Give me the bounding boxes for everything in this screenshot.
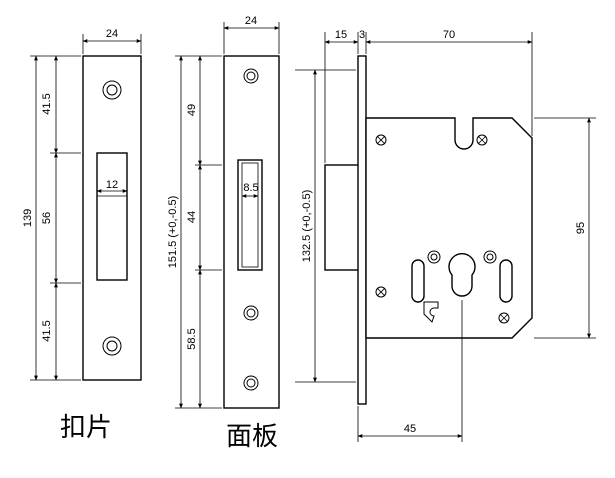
case-screw-top-right [476,134,488,146]
strike-latch-opening [96,152,128,281]
strike-plate-caption: 扣片 [60,413,112,443]
lock-case [365,117,533,339]
spindle-slot-right [499,259,513,303]
faceplate-bottom-label: 58.5 [186,328,198,349]
lock-body-drawing: 15 3 70 132.5 (+0,-0.5) 95 45 [295,29,596,442]
strike-width-label: 24 [106,28,118,40]
lock-front-plate [357,55,367,405]
cylinder-cutout [448,252,476,297]
mount-hole-right [483,250,497,264]
backset-label: 45 [404,423,416,435]
faceplate-screw-hole-bottom [243,375,259,391]
faceplate-screw-hole-middle [243,305,259,321]
strike-opening-width-label: 12 [106,179,118,191]
strike-screw-hole-top [102,80,122,100]
case-screw-bottom-right [498,312,510,324]
spindle-slot-left [411,259,425,303]
faceplate-top-label: 49 [186,104,198,116]
faceplate-drawing: 24 8.5 151.5 (+0,-0.5) 49 44 58.5 面板 [167,15,280,452]
strike-plate-drawing: 24 12 139 41.5 56 41.5 扣片 [22,28,142,443]
body-height-label: 95 [575,222,587,234]
faceplate-width-label: 24 [245,15,257,27]
strike-bottom-label: 41.5 [41,320,53,341]
faceplate-caption: 面板 [226,422,278,452]
strike-middle-label: 56 [41,212,53,224]
plate-thickness-label: 3 [359,29,365,41]
lock-faceplate-height-label: 132.5 (+0,-0.5) [301,190,313,262]
case-screw-bottom-left [375,286,387,298]
lever-notch [423,301,439,323]
front-thickness-label: 15 [335,29,347,41]
faceplate-opening-width-label: 8.5 [243,182,258,194]
faceplate-middle-label: 44 [186,211,198,223]
faceplate-screw-hole-top [243,68,259,84]
strike-top-label: 41.5 [41,93,53,114]
mount-hole-left [427,250,441,264]
depth-label: 70 [443,29,455,41]
faceplate-total-height-label: 151.5 (+0,-0.5) [167,196,179,268]
strike-screw-hole-bottom [102,336,122,356]
strike-total-height-label: 139 [22,209,34,227]
case-screw-top-left [375,134,387,146]
latch-bolt [324,164,360,271]
